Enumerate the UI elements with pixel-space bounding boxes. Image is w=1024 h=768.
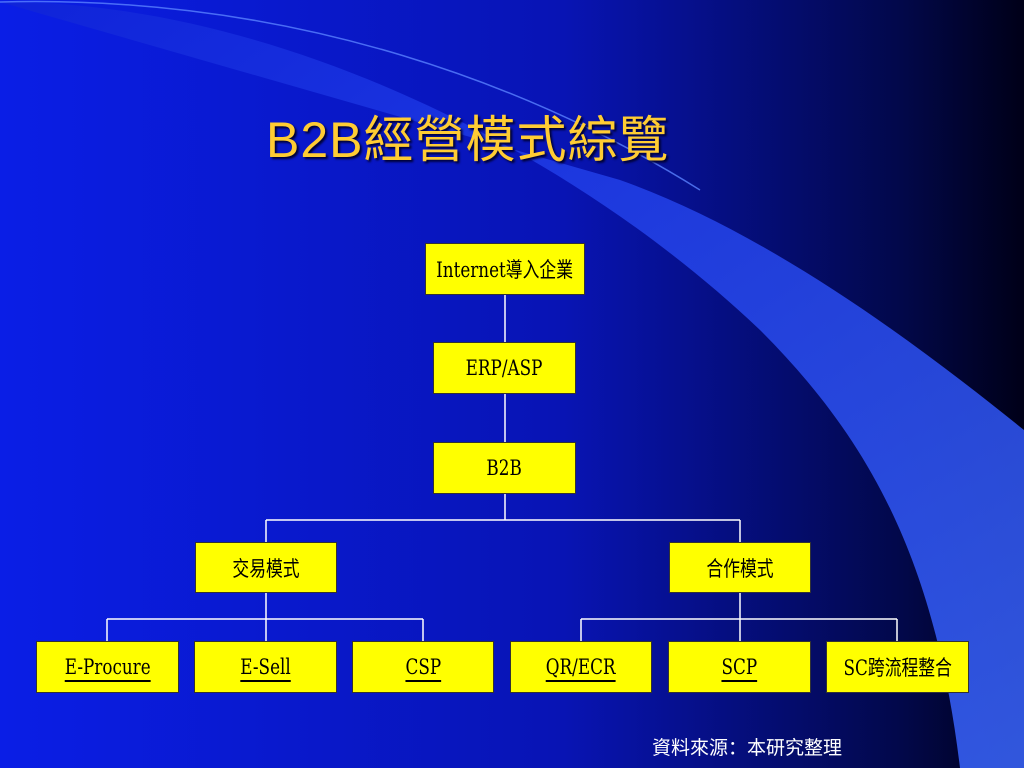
node-b2b: B2B: [433, 442, 576, 494]
node-trade-model: 交易模式: [195, 542, 337, 593]
node-label: E-Procure: [64, 655, 151, 679]
node-label: ERP/ASP: [466, 356, 543, 380]
node-label: SC跨流程整合: [843, 656, 952, 680]
node-cooperation-model: 合作模式: [669, 542, 811, 593]
slide-title: B2B經營模式綜覽: [266, 112, 670, 168]
node-label: B2B: [486, 456, 523, 480]
node-label: E-Sell: [240, 655, 291, 679]
node-scp: SCP: [668, 641, 811, 693]
source-note: 資料來源：本研究整理: [652, 737, 843, 759]
node-e-procure: E-Procure: [36, 641, 179, 693]
node-erp-asp: ERP/ASP: [433, 342, 576, 394]
node-label: SCP: [721, 655, 758, 679]
connector-lines: [106, 295, 898, 641]
node-csp: CSP: [352, 641, 494, 693]
node-label: 交易模式: [232, 556, 300, 581]
node-label: 合作模式: [706, 556, 774, 581]
node-label: Internet導入企業: [436, 258, 574, 282]
decorative-arc: [0, 0, 701, 191]
node-e-sell: E-Sell: [194, 641, 337, 693]
node-label: QR/ECR: [546, 655, 616, 679]
node-qr-ecr: QR/ECR: [510, 641, 652, 693]
node-internet-enterprise: Internet導入企業: [425, 243, 585, 295]
node-label: CSP: [405, 655, 441, 679]
node-sc-process-integration: SC跨流程整合: [826, 641, 969, 693]
